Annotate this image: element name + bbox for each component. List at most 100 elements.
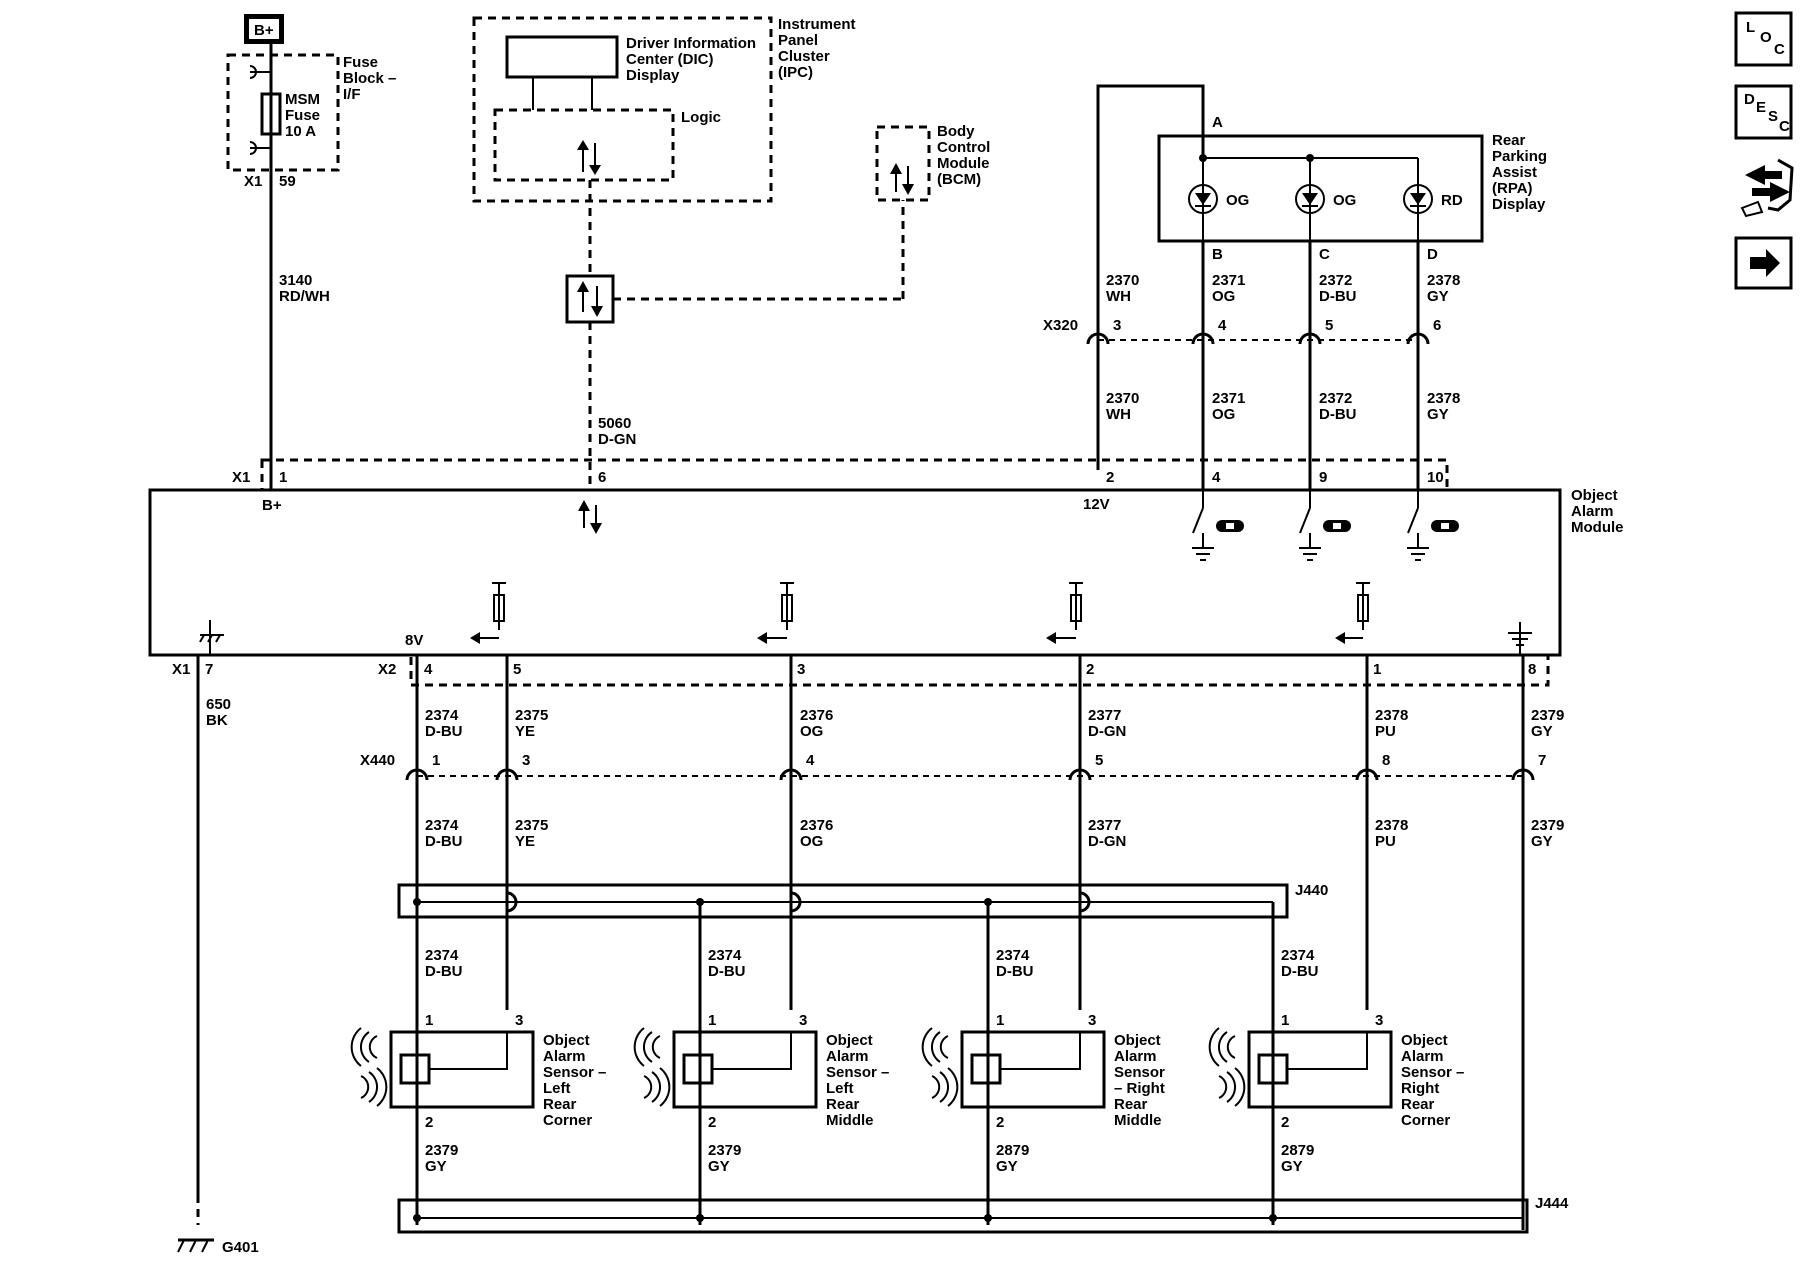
svg-text:2374: 2374 [996, 947, 1030, 964]
resistor-1 [492, 582, 506, 630]
svg-text:Rear: Rear [1401, 1096, 1435, 1113]
svg-text:2879: 2879 [996, 1142, 1029, 1159]
nav-desc-button[interactable]: D E S C [1734, 84, 1793, 140]
svg-text:X440: X440 [360, 752, 395, 769]
svg-text:Alarm: Alarm [1571, 503, 1614, 520]
svg-text:Driver Information: Driver Information [626, 35, 756, 52]
fuse-label-3: 10 A [285, 123, 316, 140]
svg-text:Module: Module [937, 155, 990, 172]
svg-text:D-GN: D-GN [1088, 723, 1126, 740]
svg-text:D-BU: D-BU [425, 833, 463, 850]
svg-text:2378: 2378 [1375, 707, 1408, 724]
svg-text:PU: PU [1375, 833, 1396, 850]
svg-text:Rear: Rear [1114, 1096, 1148, 1113]
svg-text:C: C [1779, 118, 1790, 135]
object-alarm-module: X1 1 6 2 4 9 10 B+ 12V Object Alarm Modu… [148, 458, 1624, 657]
switch-input-1 [1192, 490, 1244, 561]
svg-text:OG: OG [800, 723, 823, 740]
svg-text:X1: X1 [172, 661, 190, 678]
svg-text:5: 5 [1325, 317, 1333, 334]
svg-text:650: 650 [206, 696, 231, 713]
sensor-left-rear-middle: 1 3 2 Object Alarm Sensor – Left Rear Mi… [633, 1012, 889, 1131]
svg-text:D-BU: D-BU [1281, 963, 1319, 980]
svg-text:Instrument: Instrument [778, 16, 856, 33]
svg-text:1: 1 [1281, 1012, 1289, 1029]
svg-text:Left: Left [543, 1080, 571, 1097]
svg-text:2372: 2372 [1319, 272, 1352, 289]
svg-text:Object: Object [1401, 1032, 1448, 1049]
svg-text:(RPA): (RPA) [1492, 180, 1533, 197]
fuse-label-1: MSM [285, 91, 320, 108]
svg-text:7: 7 [1538, 752, 1546, 769]
switch-input-2 [1299, 490, 1351, 561]
svg-text:C: C [1319, 246, 1330, 263]
svg-text:WH: WH [1106, 406, 1131, 423]
svg-text:6: 6 [1433, 317, 1441, 334]
svg-text:Rear: Rear [1492, 132, 1526, 149]
svg-text:3: 3 [1113, 317, 1121, 334]
svg-text:1: 1 [708, 1012, 716, 1029]
svg-text:Right: Right [1401, 1080, 1439, 1097]
svg-text:1: 1 [996, 1012, 1004, 1029]
svg-text:L: L [1746, 19, 1755, 36]
nav-next-arrow-button[interactable] [1734, 236, 1793, 290]
svg-text:2374: 2374 [1281, 947, 1315, 964]
svg-text:Rear: Rear [543, 1096, 577, 1113]
svg-text:C: C [1774, 41, 1785, 58]
svg-text:GY: GY [1531, 833, 1553, 850]
switch-input-3 [1407, 490, 1459, 561]
svg-text:4: 4 [424, 661, 433, 678]
serial-inline-connector [565, 274, 615, 324]
svg-text:Sensor –: Sensor – [1401, 1064, 1464, 1081]
serial-arrows-icon [577, 140, 601, 175]
svg-text:J440: J440 [1295, 882, 1328, 899]
led-og-2: OG [1295, 158, 1356, 246]
svg-text:2379: 2379 [708, 1142, 741, 1159]
svg-text:Middle: Middle [1114, 1112, 1162, 1129]
connector-x320: X320 3 4 5 6 [1043, 317, 1441, 345]
svg-text:2376: 2376 [800, 817, 833, 834]
svg-text:8V: 8V [405, 632, 423, 649]
svg-text:GY: GY [996, 1158, 1018, 1175]
svg-text:Alarm: Alarm [826, 1048, 869, 1065]
svg-text:2371: 2371 [1212, 390, 1245, 407]
svg-text:2378: 2378 [1375, 817, 1408, 834]
svg-text:3: 3 [799, 1012, 807, 1029]
svg-text:8: 8 [1382, 752, 1390, 769]
svg-text:YE: YE [515, 723, 535, 740]
ultrasonic-wave-icon [633, 1027, 671, 1107]
svg-text:Object: Object [1114, 1032, 1161, 1049]
svg-text:1: 1 [432, 752, 440, 769]
svg-text:GY: GY [708, 1158, 730, 1175]
svg-text:YE: YE [515, 833, 535, 850]
svg-text:2: 2 [1281, 1114, 1289, 1131]
connector-x440: X440 1 3 4 5 8 7 [360, 752, 1546, 781]
svg-text:Display: Display [626, 67, 680, 84]
svg-text:OG: OG [1212, 288, 1235, 305]
svg-text:Object: Object [1571, 487, 1618, 504]
sensor-left-rear-corner: 1 3 2 Object Alarm Sensor – Left Rear Co… [350, 1012, 606, 1131]
nav-tools-icon[interactable] [1740, 158, 1794, 218]
svg-text:S: S [1768, 108, 1778, 125]
svg-text:2: 2 [996, 1114, 1004, 1131]
body-control-module: Body Control Module (BCM) [875, 123, 990, 202]
svg-text:1: 1 [425, 1012, 433, 1029]
svg-text:2: 2 [1106, 469, 1114, 486]
svg-text:Alarm: Alarm [1114, 1048, 1157, 1065]
resistor-3 [1069, 582, 1083, 630]
sensor-right-rear-corner: 1 3 2 Object Alarm Sensor – Right Rear C… [1208, 1012, 1464, 1131]
svg-text:4: 4 [806, 752, 815, 769]
led-og-1: OG [1188, 158, 1249, 246]
svg-text:4: 4 [1218, 317, 1227, 334]
svg-text:Assist: Assist [1492, 164, 1537, 181]
svg-text:2: 2 [1086, 661, 1094, 678]
splice-j440: J440 [397, 882, 1328, 919]
svg-text:I/F: I/F [343, 86, 361, 103]
nav-loc-button[interactable]: L O C [1734, 11, 1793, 67]
ultrasonic-wave-icon [350, 1027, 388, 1107]
chassis-ground-icon [199, 620, 224, 655]
svg-text:Object: Object [826, 1032, 873, 1049]
svg-text:2879: 2879 [1281, 1142, 1314, 1159]
svg-text:D-GN: D-GN [598, 431, 636, 448]
svg-text:3: 3 [522, 752, 530, 769]
